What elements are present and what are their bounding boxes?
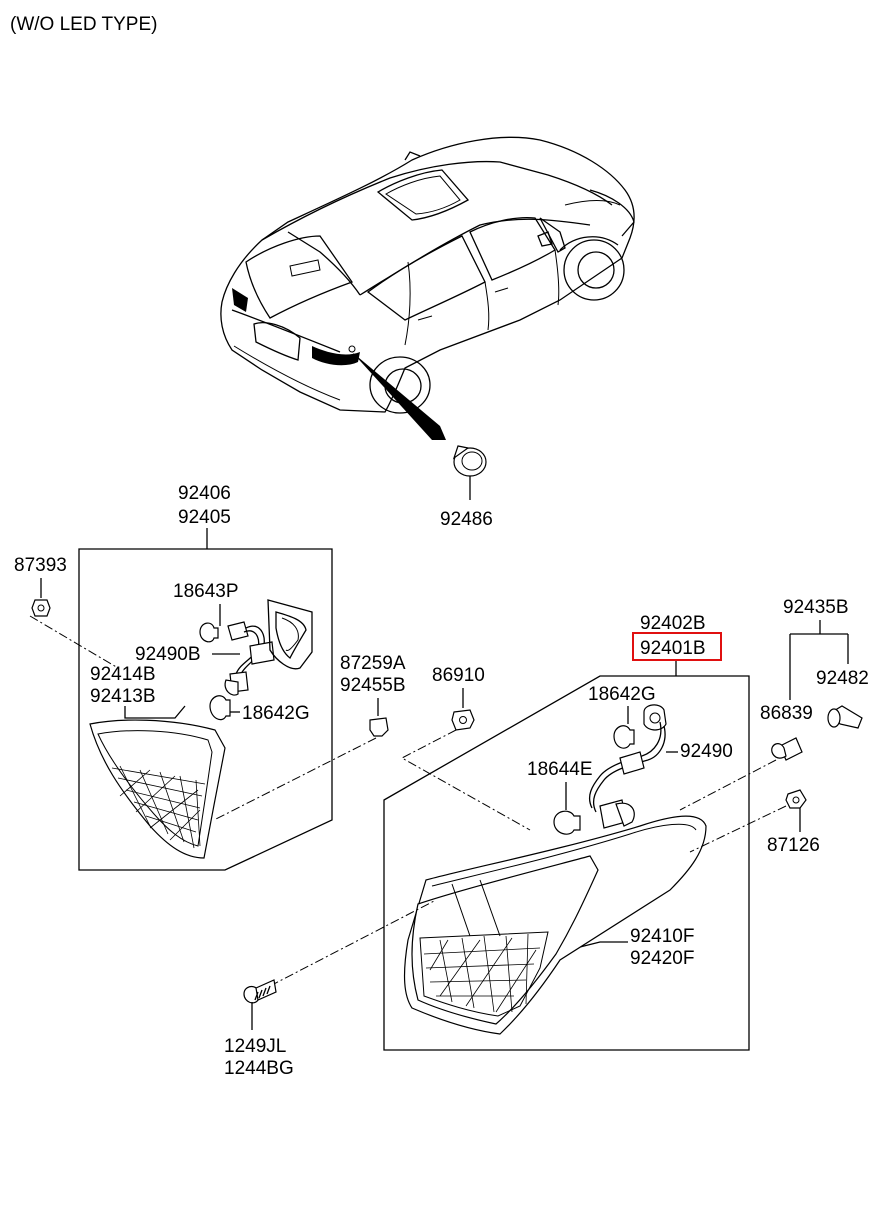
part-label-92435B: 92435B (783, 597, 849, 618)
bulb-18642G-inner (209, 695, 240, 721)
part-label-92405: 92405 (178, 507, 231, 528)
clip-92455B (213, 698, 389, 821)
part-label-1249JL: 1249JL (224, 1036, 286, 1057)
part-label-87126: 87126 (767, 835, 820, 856)
vehicle-illustration (220, 136, 635, 440)
bulb-18644E (553, 782, 581, 835)
outer-lamp-92410F (403, 815, 707, 1035)
part-label-18643P: 18643P (173, 581, 239, 602)
part-label-18644E: 18644E (527, 759, 593, 780)
diagram-title: (W/O LED TYPE) (10, 14, 157, 35)
part-label-92410F: 92410F (630, 926, 694, 947)
grommet-92482 (827, 705, 863, 729)
part-label-92490B: 92490B (135, 644, 201, 665)
part-label-92413B: 92413B (90, 686, 156, 707)
grommet-92486 (452, 445, 487, 500)
part-label-92406: 92406 (178, 483, 231, 504)
part-label-18642G-inner: 18642G (242, 703, 310, 724)
part-label-18642G-outer: 18642G (588, 684, 656, 705)
part-label-86910: 86910 (432, 665, 485, 686)
gasket-inner (267, 599, 313, 670)
part-label-92455B: 92455B (340, 675, 406, 696)
nut-87393 (29, 578, 119, 669)
part-label-92486: 92486 (440, 509, 493, 530)
screw-86839 (679, 737, 803, 811)
part-label-92414B: 92414B (90, 664, 156, 685)
part-label-87259A: 87259A (340, 653, 406, 674)
part-label-92420F: 92420F (630, 948, 694, 969)
nut-87126 (689, 789, 807, 853)
part-label-92401B: 92401B (640, 638, 706, 659)
part-label-86839: 86839 (760, 703, 813, 724)
inner-lamp-group (78, 528, 333, 871)
part-label-87393: 87393 (14, 555, 67, 576)
outer-lamp-group (383, 660, 750, 1051)
bracket-92435B (789, 620, 849, 700)
inner-lamp-92413B (89, 705, 226, 859)
highlight-box-92401B (632, 632, 722, 661)
bulb-18642G-outer (613, 706, 635, 749)
bulb-18643P (199, 604, 221, 643)
screw-1249JL (243, 899, 437, 1030)
part-label-1244BG: 1244BG (224, 1058, 294, 1079)
part-label-92490: 92490 (680, 741, 733, 762)
part-label-92402B: 92402B (640, 613, 706, 634)
harness-92490 (588, 704, 678, 829)
harness-92490B (212, 621, 275, 696)
part-label-92482: 92482 (816, 668, 869, 689)
nut-86910 (400, 688, 531, 831)
